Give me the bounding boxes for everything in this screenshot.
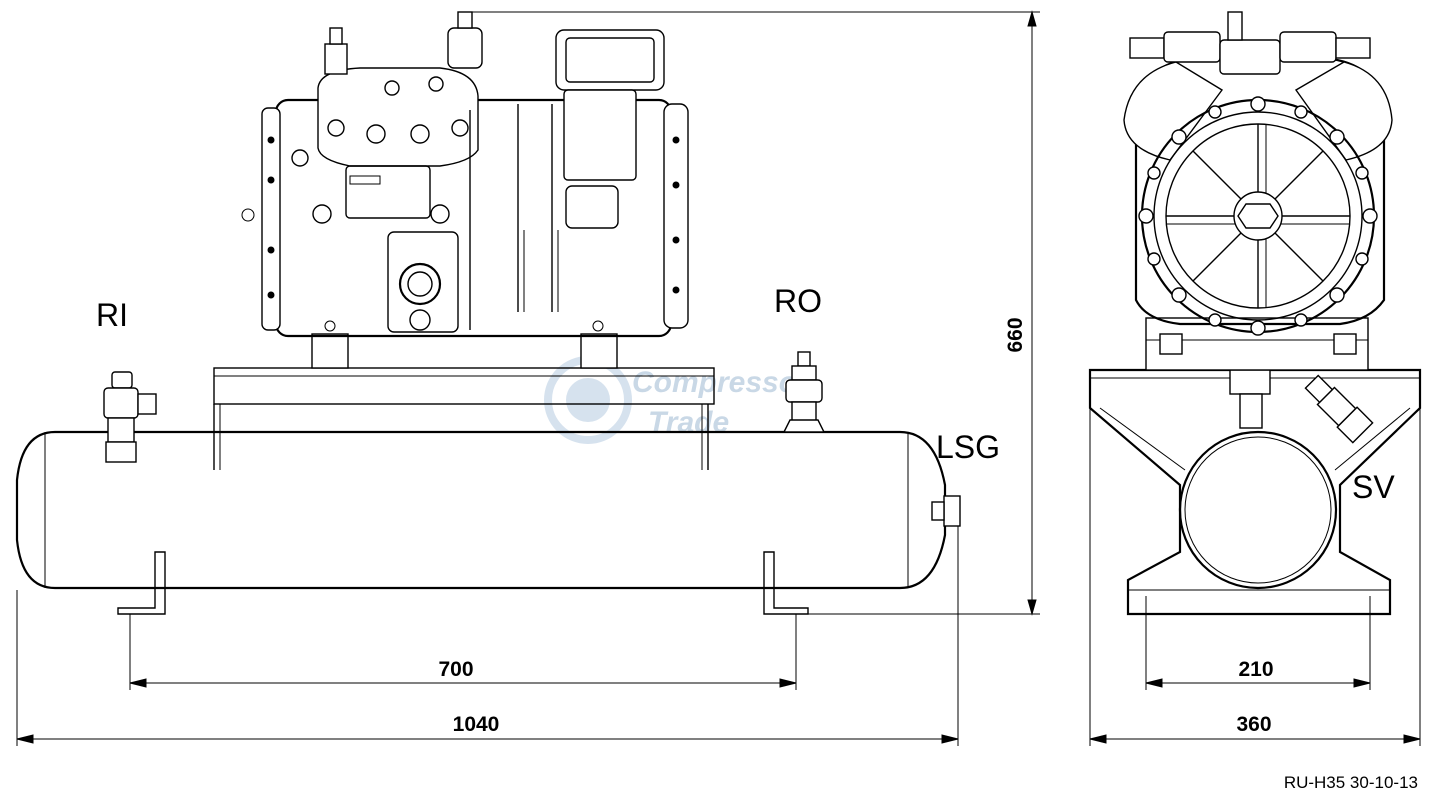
front-view [1088,11,1422,746]
dimension-700 [129,614,797,690]
lsg-fitting [931,495,961,527]
dim-text-height: 660 [1004,317,1027,352]
compressor-side [241,11,689,338]
watermark-line1: Compressor [632,366,811,399]
dimension-height [470,10,1040,616]
sv-valve [1304,374,1374,444]
dim-text-1040: 1040 [453,713,500,736]
dimension-360 [1089,370,1421,746]
dimension-1040 [16,526,959,746]
drawing-reference: RU-H35 30-10-13 [1284,773,1418,792]
label-ro: RO [774,283,822,319]
dim-text-700: 700 [438,658,473,681]
label-ri: RI [96,297,128,333]
dimension-210 [1145,596,1371,690]
side-view: Compressor Trade [15,10,1040,746]
dim-text-360: 360 [1236,713,1271,736]
tank-foot-right [763,551,809,615]
watermark: Compressor Trade [544,356,811,444]
mounting-rail [213,367,715,470]
label-lsg: LSG [936,429,1000,465]
ri-valve [103,371,157,463]
watermark-line2: Trade [648,406,729,439]
front-center-valve [1229,369,1271,429]
tank-foot-left [117,551,166,615]
dim-text-210: 210 [1238,658,1273,681]
front-tank [1178,430,1338,590]
compressor-front [1123,11,1393,371]
receiver-tank [15,430,947,590]
label-sv: SV [1352,469,1395,505]
ro-valve [782,351,826,433]
